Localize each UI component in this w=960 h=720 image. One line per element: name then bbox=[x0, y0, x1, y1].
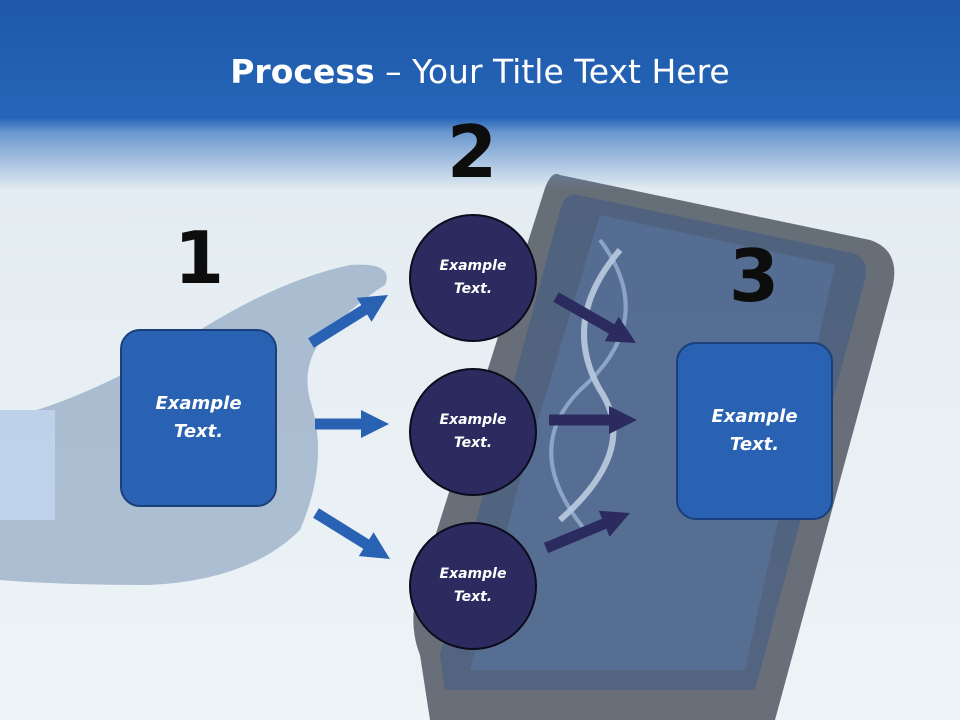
right-box: Example Text. bbox=[676, 342, 833, 520]
page-title: Process – Your Title Text Here bbox=[0, 52, 960, 91]
circle-top: Example Text. bbox=[409, 214, 537, 342]
circle-bottom: Example Text. bbox=[409, 522, 537, 650]
title-bold: Process bbox=[230, 52, 375, 91]
arrow-right-bottom bbox=[543, 510, 630, 554]
arrow-right-middle bbox=[549, 406, 637, 434]
left-box: Example Text. bbox=[120, 329, 277, 507]
header-band bbox=[0, 0, 960, 190]
circle-middle: Example Text. bbox=[409, 368, 537, 496]
arrow-left-middle bbox=[315, 410, 389, 438]
arrow-right-top bbox=[553, 292, 636, 343]
step-number-1: 1 bbox=[173, 216, 225, 300]
step-number-3: 3 bbox=[728, 234, 780, 318]
step-number-2: 2 bbox=[446, 110, 498, 194]
title-rest: – Your Title Text Here bbox=[374, 52, 730, 91]
arrow-left-top bbox=[308, 295, 388, 348]
arrow-left-bottom bbox=[313, 508, 390, 559]
